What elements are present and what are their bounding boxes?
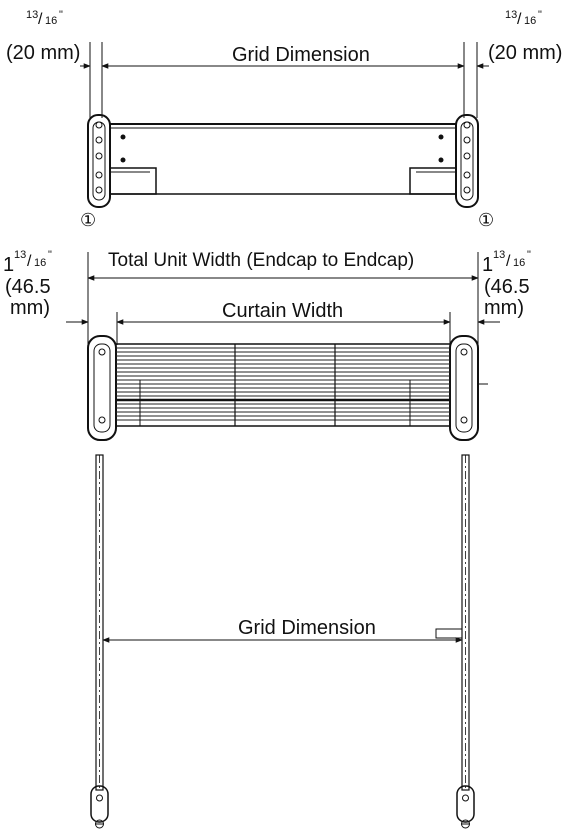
curtain-fabric [116,347,450,421]
middle-left-fraction-num: 13 [14,249,26,261]
top-left-fraction-den: 16 [45,15,57,27]
svg-text:/: / [517,11,522,28]
middle-left-mm-line2: mm) [10,297,50,319]
middle-right-whole: 1 [482,254,493,276]
middle-left-inch-mark: " [48,249,52,261]
svg-text:/: / [506,253,511,270]
middle-right-fraction-num: 13 [493,249,505,261]
top-left-mm-label: (20 mm) [6,42,80,64]
middle-left-dimension-label: 1 13 / 16 " (46.5 mm) [3,249,52,319]
middle-left-mm-line1: (46.5 [5,276,51,298]
middle-right-inch-mark: " [527,249,531,261]
top-dimension-lines [80,42,489,118]
svg-text:/: / [27,253,32,270]
top-right-fraction-num: 13 [505,9,517,21]
curtain-width-label: Curtain Width [222,300,343,322]
top-right-dimension-label: 13 / 16 " (20 mm) [488,9,562,64]
bottom-grid-dimension-label: Grid Dimension [238,617,376,639]
top-grid-dimension-label: Grid Dimension [232,44,370,66]
top-right-callout: ① [478,210,494,230]
side-channels [90,454,475,829]
middle-left-whole: 1 [3,254,14,276]
top-left-inch-mark: " [59,9,63,21]
middle-right-mm-line2: mm) [484,297,524,319]
top-left-dimension-label: 13 / 16 " (20 mm) [6,9,80,64]
middle-left-fraction-den: 16 [34,257,46,269]
middle-right-fraction-den: 16 [513,257,525,269]
curtain-unit-assembly [87,335,488,441]
top-right-inch-mark: " [538,9,542,21]
middle-right-dimension-label: 1 13 / 16 " (46.5 mm) [482,249,531,319]
top-right-mm-label: (20 mm) [488,42,562,64]
middle-dimension-lines [66,252,500,345]
svg-text:/: / [38,11,43,28]
top-right-fraction-den: 16 [524,15,536,27]
top-left-fraction-num: 13 [26,9,38,21]
top-left-callout: ① [80,210,96,230]
top-mount-assembly [87,114,479,208]
total-unit-width-label: Total Unit Width (Endcap to Endcap) [108,250,414,271]
middle-right-mm-line1: (46.5 [484,276,530,298]
